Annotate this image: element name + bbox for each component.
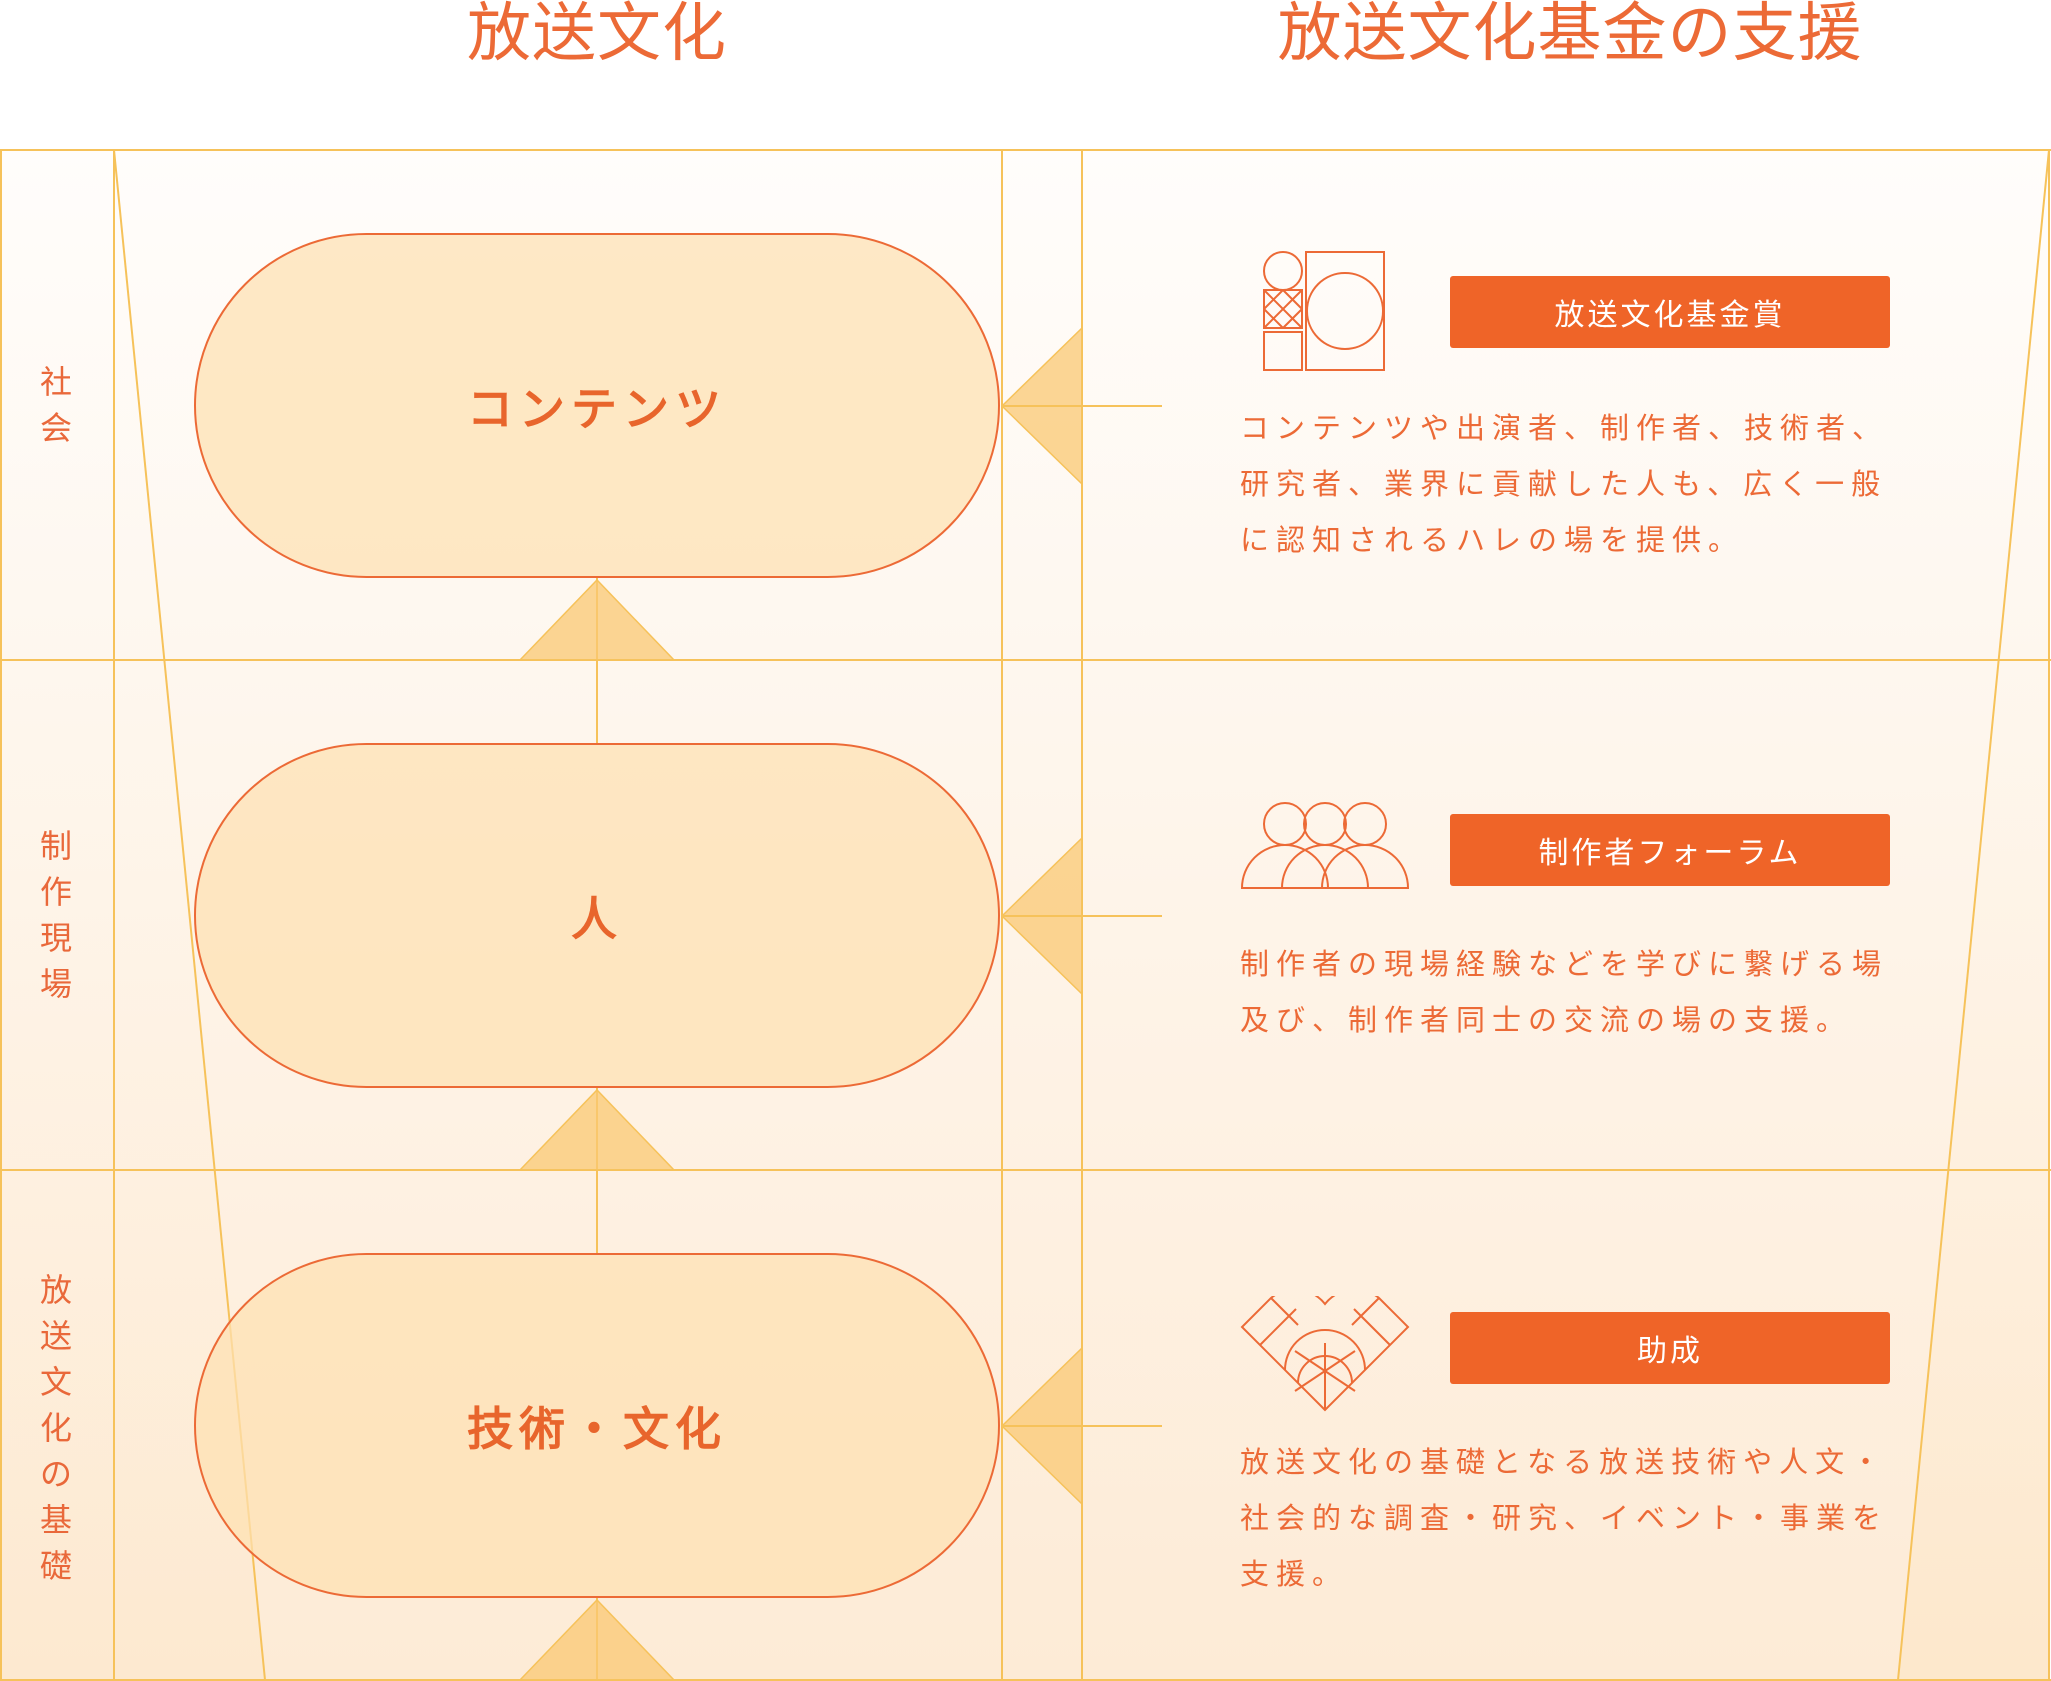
side-label-char: 場	[39, 965, 72, 1003]
badge-grants[interactable]: 助成	[1450, 1312, 1890, 1384]
award-grid-icon	[1263, 251, 1385, 371]
pill-contents: コンテンツ	[194, 233, 1000, 578]
side-label-char: 礎	[39, 1546, 72, 1585]
side-label-char: 基	[39, 1500, 72, 1539]
side-label-char: 作	[39, 873, 72, 911]
desc-award: コンテンツや出演者、制作者、技術者、研究者、業界に貢献した人も、広く一般に認知さ…	[1240, 411, 1889, 557]
pill-people: 人	[194, 743, 1000, 1088]
people-group-icon	[1240, 802, 1410, 889]
side-label-char: 化	[39, 1408, 72, 1447]
side-label-char: 会	[39, 409, 72, 447]
desc-grants: 放送文化の基礎となる放送技術や人文・社会的な調査・研究、イベント・事業を支援。	[1240, 1445, 1889, 1591]
heart-geometric-icon	[1240, 1296, 1410, 1412]
side-label-char: 社	[39, 363, 72, 401]
badge-producers-forum[interactable]: 制作者フォーラム	[1450, 814, 1890, 886]
right-column-title: 放送文化基金の支援	[1277, 0, 1863, 71]
side-label-society: 社 会	[0, 355, 112, 455]
desc-forum: 制作者の現場経験などを学びに繋げる場及び、制作者同士の交流の場の支援。	[1240, 947, 1889, 1037]
badge-broadcast-culture-fund-award[interactable]: 放送文化基金賞	[1450, 276, 1890, 348]
side-label-char: 文	[39, 1362, 72, 1401]
side-label-production-site: 制 作 現 場	[0, 820, 112, 1010]
side-label-char: 送	[39, 1316, 72, 1355]
side-label-char: 制	[39, 827, 72, 865]
side-label-char: の	[39, 1454, 72, 1493]
left-column-title: 放送文化	[467, 0, 727, 71]
side-label-foundation: 放 送 文 化 の 基 礎	[0, 1265, 112, 1590]
side-label-char: 現	[39, 919, 72, 957]
pill-technology-culture: 技術・文化	[194, 1253, 1000, 1598]
side-label-char: 放	[39, 1270, 72, 1309]
